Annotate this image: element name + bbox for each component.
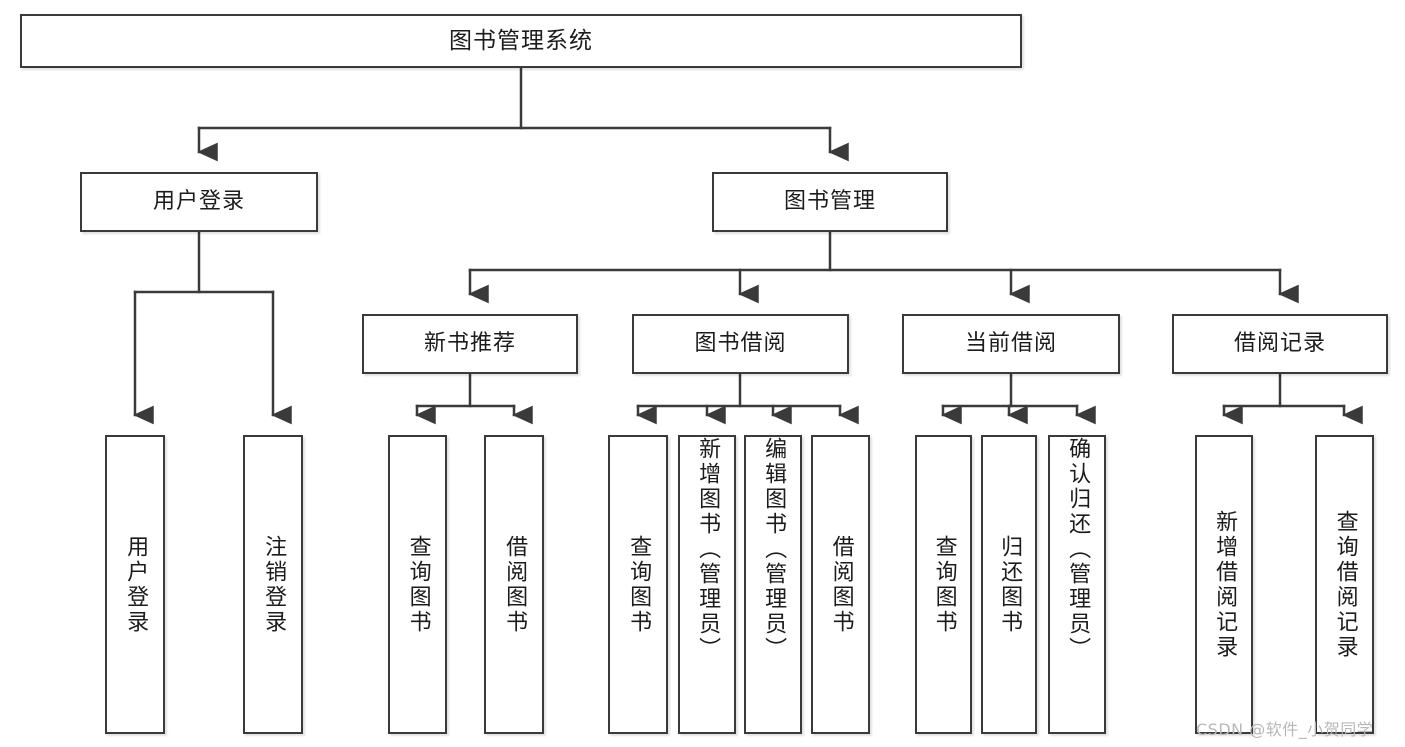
leaf-query-borrow-record[interactable]: 查询借阅记录 bbox=[1315, 435, 1374, 734]
node-current-borrow[interactable]: 当前借阅 bbox=[902, 314, 1120, 374]
node-borrow-record[interactable]: 借阅记录 bbox=[1172, 314, 1388, 374]
leaf-user-login[interactable]: 用户登录 bbox=[105, 435, 165, 734]
node-new-book-recommend-label: 新书推荐 bbox=[423, 331, 516, 357]
leaf-logout-label: 注销登录 bbox=[261, 534, 287, 635]
leaf-confirm-return-admin-label: 确认归还（管理员） bbox=[1065, 437, 1091, 662]
node-book-management[interactable]: 图书管理 bbox=[712, 172, 948, 232]
node-book-borrow-label: 图书借阅 bbox=[694, 331, 787, 357]
leaf-logout[interactable]: 注销登录 bbox=[243, 435, 303, 734]
leaf-confirm-return-admin[interactable]: 确认归还（管理员） bbox=[1048, 435, 1106, 734]
node-book-borrow[interactable]: 图书借阅 bbox=[632, 314, 849, 374]
leaf-return-book[interactable]: 归还图书 bbox=[981, 435, 1037, 734]
leaf-edit-book-admin[interactable]: 编辑图书（管理员） bbox=[744, 435, 802, 734]
node-user-login[interactable]: 用户登录 bbox=[80, 172, 318, 232]
leaf-query-book-recommend-label: 查询图书 bbox=[405, 534, 431, 635]
node-book-management-label: 图书管理 bbox=[783, 189, 876, 215]
leaf-borrow-book-recommend[interactable]: 借阅图书 bbox=[484, 435, 544, 734]
node-new-book-recommend[interactable]: 新书推荐 bbox=[362, 314, 578, 374]
leaf-borrow-book-borrow[interactable]: 借阅图书 bbox=[811, 435, 870, 734]
leaf-query-book-recommend[interactable]: 查询图书 bbox=[388, 435, 447, 734]
leaf-borrow-book-recommend-label: 借阅图书 bbox=[502, 534, 528, 635]
leaf-add-borrow-record[interactable]: 新增借阅记录 bbox=[1195, 435, 1253, 734]
leaf-return-book-label: 归还图书 bbox=[997, 534, 1023, 635]
leaf-add-book-admin-label: 新增图书（管理员） bbox=[695, 437, 721, 662]
leaf-borrow-book-borrow-label: 借阅图书 bbox=[828, 534, 854, 635]
node-current-borrow-label: 当前借阅 bbox=[964, 331, 1057, 357]
leaf-query-book-current[interactable]: 查询图书 bbox=[915, 435, 972, 734]
node-root[interactable]: 图书管理系统 bbox=[20, 14, 1022, 68]
leaf-add-book-admin[interactable]: 新增图书（管理员） bbox=[678, 435, 736, 734]
leaf-add-borrow-record-label: 新增借阅记录 bbox=[1212, 509, 1238, 660]
leaf-edit-book-admin-label: 编辑图书（管理员） bbox=[761, 437, 787, 662]
leaf-query-borrow-record-label: 查询借阅记录 bbox=[1332, 509, 1358, 660]
leaf-query-book-borrow-label: 查询图书 bbox=[626, 534, 652, 635]
node-user-login-label: 用户登录 bbox=[152, 189, 245, 215]
leaf-user-login-label: 用户登录 bbox=[123, 534, 149, 635]
node-root-label: 图书管理系统 bbox=[449, 27, 593, 54]
csdn-watermark: CSDN @软件_小贺同学 bbox=[1196, 720, 1374, 739]
node-borrow-record-label: 借阅记录 bbox=[1233, 331, 1326, 357]
leaf-query-book-current-label: 查询图书 bbox=[931, 534, 957, 635]
leaf-query-book-borrow[interactable]: 查询图书 bbox=[608, 435, 668, 734]
